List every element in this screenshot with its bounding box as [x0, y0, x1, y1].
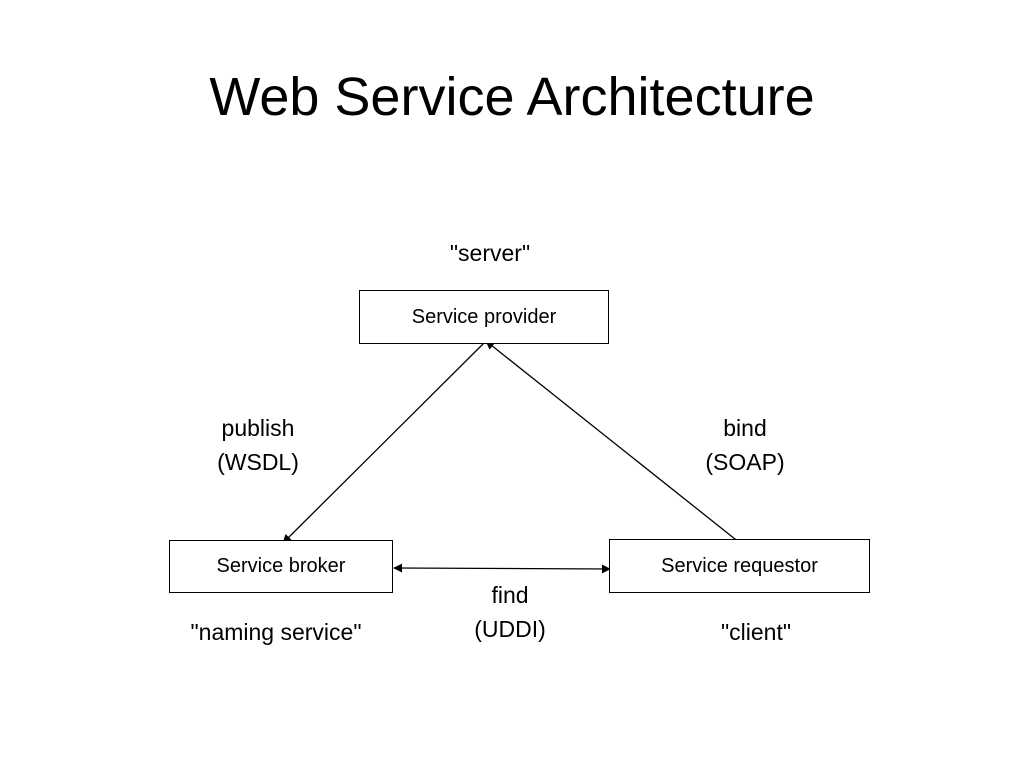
find-arrow	[393, 563, 611, 574]
service-provider-box: Service provider	[359, 290, 609, 344]
service-requestor-box: Service requestor	[609, 539, 870, 593]
service-broker-box: Service broker	[169, 540, 393, 593]
publish-label-line2: (WSDL)	[217, 449, 299, 475]
find-label-line2: (UDDI)	[474, 616, 546, 642]
bind-label: bind (SOAP)	[665, 411, 825, 479]
publish-label-line1: publish	[221, 415, 295, 441]
find-label: find (UDDI)	[430, 578, 590, 646]
requestor-caption: "client"	[720, 619, 792, 645]
publish-arrow	[282, 342, 485, 544]
broker-caption: "naming service"	[190, 619, 362, 645]
publish-label: publish (WSDL)	[178, 411, 338, 479]
bind-label-line2: (SOAP)	[705, 449, 785, 475]
find-label-line1: find	[491, 582, 529, 608]
slide-title: Web Service Architecture	[209, 67, 815, 127]
provider-caption: "server"	[449, 240, 531, 266]
bind-arrow	[485, 340, 741, 544]
bind-label-line1: bind	[723, 415, 767, 441]
